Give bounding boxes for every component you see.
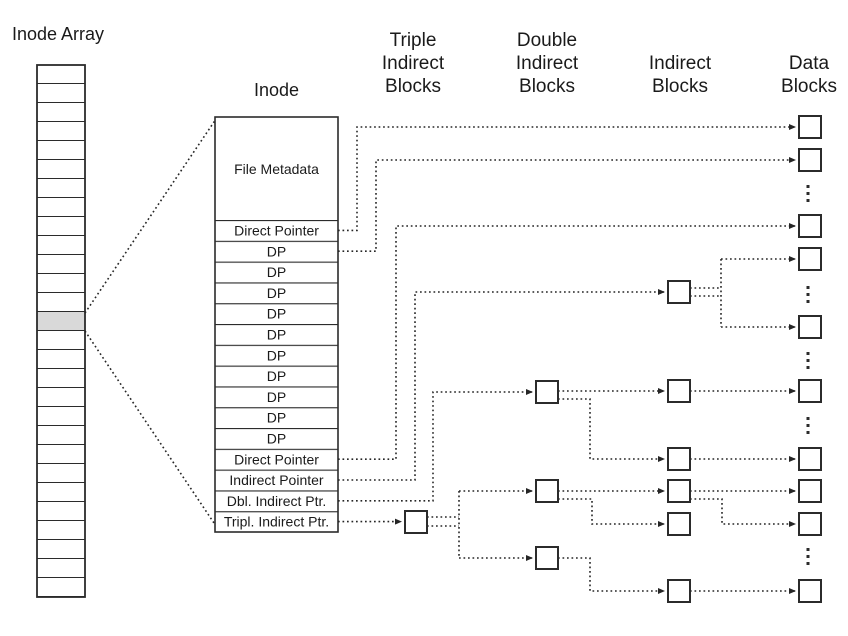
conn-indirect-pointer-to-indirect-block-1 xyxy=(338,289,665,481)
conn-direct-pointer-12-to-data-block-3 xyxy=(338,223,796,460)
inode-row-dbl-indirect-ptr: Dbl. Indirect Ptr. xyxy=(227,493,327,509)
double-indirect-block-1 xyxy=(535,380,559,404)
data-block-5 xyxy=(798,315,822,339)
data-block-7 xyxy=(798,447,822,471)
conn-dp-2-to-data-block-2 xyxy=(338,157,796,252)
triple-header-line3: Blocks xyxy=(385,76,441,97)
expansion-guide-bottom xyxy=(84,330,217,527)
inode-title: Inode xyxy=(254,80,299,100)
indirect-block-6 xyxy=(667,579,691,603)
vertical-ellipsis-icon-3 xyxy=(806,352,810,369)
triple-header-line2: Indirect xyxy=(382,53,445,74)
data-block-1 xyxy=(798,115,822,139)
indirect-header-line1: Indirect xyxy=(649,53,712,74)
inode-row-dp-2: DP xyxy=(267,243,286,259)
data-block-2 xyxy=(798,148,822,172)
inode-box: File Metadata Direct Pointer DP DP DP DP… xyxy=(214,116,339,533)
inode-row-dp-8: DP xyxy=(267,368,286,384)
inode-row-dp-3: DP xyxy=(267,264,286,280)
inode-array xyxy=(36,64,86,598)
inode-array-cells xyxy=(36,64,86,598)
indirect-block-5 xyxy=(667,512,691,536)
inode-row-dp-9: DP xyxy=(267,389,286,405)
conn-double-2-to-indirect-block-5 xyxy=(558,498,665,527)
column-header-triple-indirect-blocks: Triple Indirect Blocks xyxy=(382,30,445,97)
double-header-line3: Blocks xyxy=(519,76,575,97)
inode-row-direct-pointer-1: Direct Pointer xyxy=(234,223,319,239)
conn-indirect-4-to-data-block-9 xyxy=(690,498,796,527)
vertical-ellipsis-icon-2 xyxy=(806,286,810,303)
indirect-header-line2: Blocks xyxy=(652,76,708,97)
indirect-block-2 xyxy=(667,379,691,403)
double-header-line1: Double xyxy=(517,30,577,51)
data-header-line1: Data xyxy=(789,53,830,74)
column-header-data-blocks: Data Blocks xyxy=(781,53,837,97)
conn-double-1-to-indirect-block-3 xyxy=(558,398,665,462)
vertical-ellipsis-icon-4 xyxy=(806,417,810,434)
indirect-block-3 xyxy=(667,447,691,471)
conn-double-3-to-indirect-block-6 xyxy=(558,557,665,594)
data-block-9 xyxy=(798,512,822,536)
inode-row-dp-4: DP xyxy=(267,285,286,301)
inode-row-dp-7: DP xyxy=(267,347,286,363)
inode-row-direct-pointer-12: Direct Pointer xyxy=(234,451,319,467)
triple-indirect-block xyxy=(404,510,428,534)
inode-row-indirect-pointer: Indirect Pointer xyxy=(229,472,323,488)
conn-dbl-indirect-ptr-to-double-indirect-block-1 xyxy=(338,389,533,502)
data-block-10 xyxy=(798,579,822,603)
triple-header-line1: Triple xyxy=(390,30,437,51)
data-header-line2: Blocks xyxy=(781,76,837,97)
inode-row-dp-5: DP xyxy=(267,306,286,322)
conn-direct-pointer-1-to-data-block-1 xyxy=(338,124,796,232)
inode-row-dp-6: DP xyxy=(267,327,286,343)
inode-file-metadata-label: File Metadata xyxy=(234,161,319,177)
inode-row-tripl-indirect-ptr: Tripl. Indirect Ptr. xyxy=(224,514,329,530)
indirect-block-1 xyxy=(667,280,691,304)
expansion-guide-top xyxy=(84,118,217,314)
data-block-4 xyxy=(798,247,822,271)
inode-row-dp-10: DP xyxy=(267,410,286,426)
inode-row-dp-11: DP xyxy=(267,431,286,447)
data-block-6 xyxy=(798,379,822,403)
double-indirect-block-2 xyxy=(535,479,559,503)
data-block-3 xyxy=(798,214,822,238)
indirect-block-4 xyxy=(667,479,691,503)
double-indirect-block-3 xyxy=(535,546,559,570)
column-header-double-indirect-blocks: Double Indirect Blocks xyxy=(516,30,579,97)
double-header-line2: Indirect xyxy=(516,53,579,74)
vertical-ellipsis-icon-5 xyxy=(806,548,810,565)
inode-row-separators xyxy=(215,220,338,532)
data-block-8 xyxy=(798,479,822,503)
inode-array-title: Inode Array xyxy=(12,24,104,44)
column-header-indirect-blocks: Indirect Blocks xyxy=(649,53,712,97)
vertical-ellipsis-icon-1 xyxy=(806,185,810,202)
